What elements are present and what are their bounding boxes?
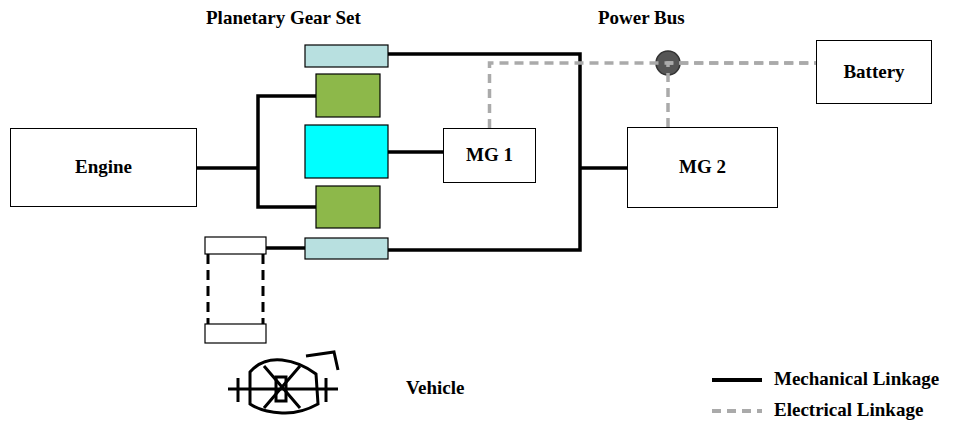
planet-gear [316,186,380,228]
wheel [205,324,266,343]
electrical-linkage [490,63,817,128]
node-label: Battery [843,62,904,83]
planet-gear [316,74,380,117]
battery-box: Battery [816,40,932,104]
sun-gear [305,125,388,178]
axle [208,254,263,324]
vehicle-icon [228,352,338,413]
legend-text: Electrical Linkage [772,400,925,421]
engine-box: Engine [10,128,197,207]
node-label: MG 1 [466,145,513,166]
legend-text: Mechanical Linkage [772,369,941,390]
motor-generator-box: MG 2 [627,127,778,208]
node-label: MG 2 [679,157,726,178]
wheel [205,237,266,254]
part-label: Vehicle [404,378,466,399]
mechanical-linkage [197,54,627,250]
electrical-linkage [668,63,816,127]
part-label: Planetary Gear Set [204,8,363,29]
legend-electrical-sample [712,409,762,413]
part-label: Power Bus [596,8,687,29]
node-label: Engine [75,157,132,178]
legend-mechanical-sample [712,378,762,382]
ring-gear [305,238,388,259]
ring-gear [305,45,388,67]
motor-generator-box: MG 1 [443,128,536,183]
